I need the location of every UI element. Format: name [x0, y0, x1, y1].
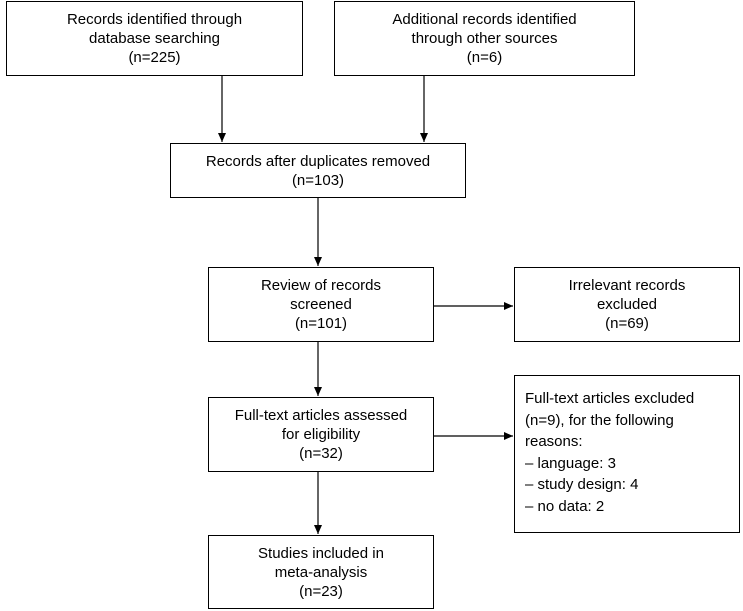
- box-line: (n=101): [294, 315, 348, 332]
- box-identified-other: Additional records identified through ot…: [334, 1, 635, 76]
- box-line: (n=23): [299, 582, 343, 600]
- box-line: (n=9), for the following: [525, 411, 674, 429]
- box-line: Irrelevant records: [568, 277, 686, 294]
- box-line: Full-text articles excluded: [525, 390, 695, 407]
- box-fulltext-excluded: Full-text articles excluded (n=9), for t…: [514, 375, 740, 533]
- box-line: meta-analysis: [274, 563, 368, 581]
- box-line: Review of records: [260, 277, 382, 294]
- box-line: through other sources: [411, 30, 558, 47]
- box-line: for eligibility: [281, 426, 361, 443]
- box-line: reasons:: [525, 433, 583, 450]
- box-line: – no data: 2: [525, 497, 605, 515]
- box-line: – study design: 4: [525, 476, 639, 493]
- box-line: Additional records identified: [392, 11, 577, 28]
- box-line: (n=225): [128, 49, 181, 66]
- box-line: Studies included in: [258, 544, 384, 562]
- box-screened: Review of records screened (n=101): [208, 267, 434, 342]
- box-line: – language: 3: [525, 454, 616, 472]
- box-line: (n=32): [299, 445, 343, 462]
- box-line: (n=69): [605, 315, 649, 332]
- box-included: Studies included in meta-analysis (n=23): [208, 535, 434, 609]
- box-line: Records identified through: [66, 11, 243, 28]
- box-line: excluded: [596, 296, 658, 313]
- box-line: Records after duplicates removed: [205, 152, 431, 170]
- box-identified-database: Records identified through database sear…: [6, 1, 303, 76]
- box-line: (n=6): [466, 49, 503, 66]
- box-line: (n=103): [291, 171, 345, 189]
- box-after-duplicates: Records after duplicates removed (n=103): [170, 143, 466, 198]
- box-line: Full-text articles assessed: [234, 407, 408, 424]
- box-line: database searching: [89, 30, 220, 47]
- box-irrelevant-excluded: Irrelevant records excluded (n=69): [514, 267, 740, 342]
- box-fulltext-assessed: Full-text articles assessed for eligibil…: [208, 397, 434, 472]
- box-line: screened: [290, 296, 352, 313]
